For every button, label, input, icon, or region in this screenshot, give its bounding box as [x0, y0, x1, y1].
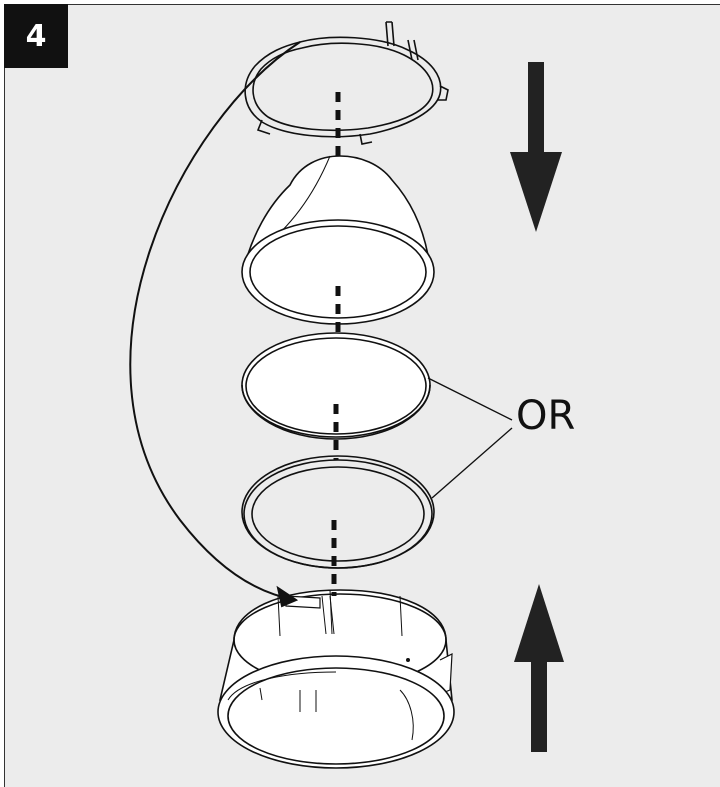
step-number-badge: 4 — [4, 4, 68, 68]
housing-cylinder — [217, 589, 455, 769]
trim-ring — [241, 455, 435, 569]
alignment-dashes — [331, 92, 341, 596]
down-arrow-icon — [510, 62, 562, 232]
retaining-clip-ring — [244, 21, 449, 145]
cone-reflector — [241, 155, 435, 325]
or-label: OR — [516, 393, 576, 439]
lens-disc — [241, 332, 431, 440]
or-connector-lines — [427, 377, 513, 499]
up-arrow-icon — [514, 584, 564, 752]
clip-placement-arrow — [129, 41, 301, 608]
